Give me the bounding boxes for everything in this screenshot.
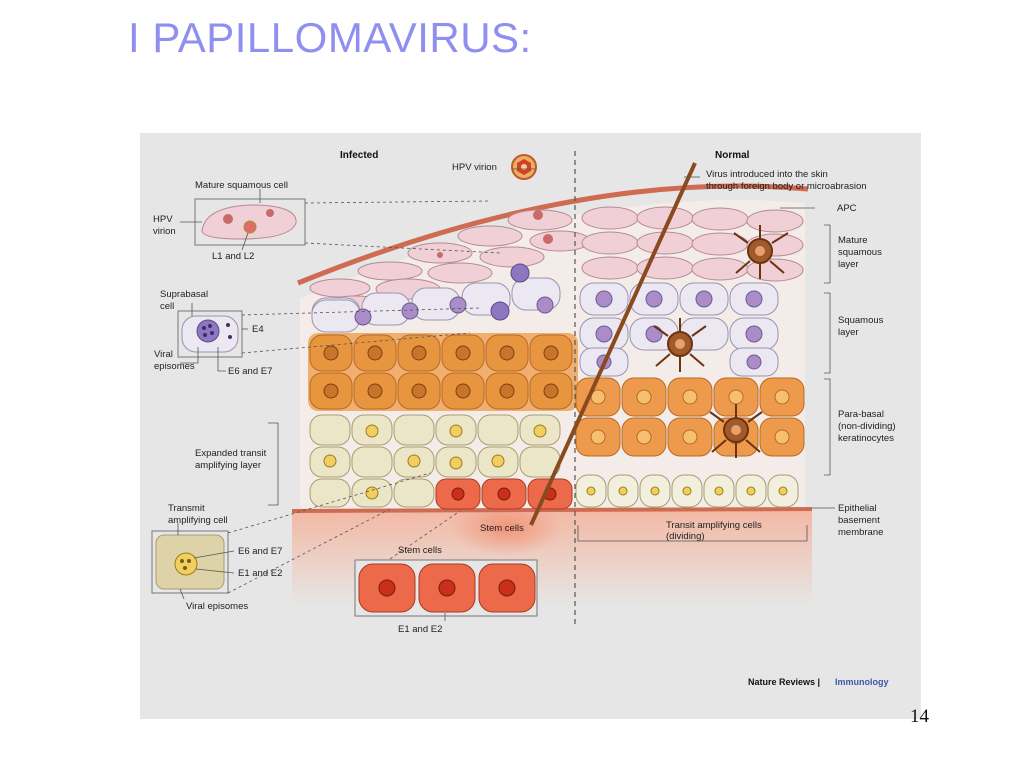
viral-episomes-label-1: Viral [154, 349, 173, 360]
e1-e2-label-a: E1 and E2 [238, 568, 282, 579]
hpv-virion-label: HPV virion [452, 162, 497, 173]
virus-introduced-label-1: Virus introduced into the skin [706, 169, 828, 180]
mature-layer-label-1: Mature [838, 235, 868, 246]
epithelial-label-1: Epithelial [838, 503, 877, 514]
infected-heading: Infected [340, 150, 378, 161]
inset-stem-cells [354, 559, 538, 617]
inset-suprabasal-cell [177, 310, 243, 358]
hpv-infection-diagram: Infected Normal HPV virion Virus introdu… [140, 133, 921, 719]
foreign-body-needle [529, 162, 697, 526]
transmit-amplifying-label-2: amplifying cell [168, 515, 228, 526]
apc-cells [653, 225, 789, 458]
hpv-virion-icon [511, 154, 537, 180]
suprabasal-label-1: Suprabasal [160, 289, 208, 300]
squamous-layer-label-1: Squamous [838, 315, 884, 326]
epithelial-label-3: membrane [838, 527, 883, 538]
mature-layer-label-3: layer [838, 259, 859, 270]
source-section: Immunology [835, 677, 889, 687]
transmit-amplifying-label-1: Transmit [168, 503, 205, 514]
squamous-layer-cells [311, 263, 779, 377]
stem-cells-label-a: Stem cells [480, 523, 524, 534]
viral-episomes-label-b: Viral episomes [186, 601, 248, 612]
slide-title: I PAPILLOMAVIRUS: [128, 14, 532, 61]
parabasal-layer-cells [308, 333, 805, 457]
viral-episomes-label-2: episomes [154, 361, 195, 372]
mature-squamous-cell-label: Mature squamous cell [195, 180, 288, 191]
inset-transit-amplifying-cell [151, 530, 229, 594]
normal-heading: Normal [715, 150, 750, 161]
skin-surface [297, 183, 809, 286]
parabasal-label-1: Para-basal [838, 409, 884, 420]
inset-mature-squamous-cell [194, 198, 306, 246]
expanded-transit-label-1: Expanded transit [195, 448, 267, 459]
squamous-layer-label-2: layer [838, 327, 859, 338]
epithelial-label-2: basement [838, 515, 880, 526]
transit-dividing-label-1: Transit amplifying cells [666, 520, 762, 531]
e6-e7-label-a: E6 and E7 [228, 366, 272, 377]
source-journal: Nature Reviews | [748, 677, 820, 687]
leader-lines [177, 168, 835, 621]
suprabasal-label-2: cell [160, 301, 174, 312]
e1-e2-label-b: E1 and E2 [398, 624, 442, 635]
parabasal-label-2: (non-dividing) [838, 421, 896, 432]
hpv-virion-inset-label-1: HPV [153, 214, 173, 225]
expanded-transit-label-2: amplifying layer [195, 460, 261, 471]
diagram-svg: Infected Normal HPV virion Virus introdu… [151, 150, 896, 687]
e4-label: E4 [252, 324, 264, 335]
virus-introduced-label-2: through foreign body or microabrasion [706, 181, 867, 192]
stem-cells-label-b: Stem cells [398, 545, 442, 556]
e6-e7-label-b: E6 and E7 [238, 546, 282, 557]
l1-l2-label: L1 and L2 [212, 251, 254, 262]
basement-membrane [291, 507, 813, 513]
apc-label: APC [837, 203, 857, 214]
slide-number: 14 [910, 706, 929, 727]
parabasal-label-3: keratinocytes [838, 433, 894, 444]
stem-cells-tissue [435, 478, 573, 510]
hpv-virion-inset-label-2: virion [153, 226, 176, 237]
transit-dividing-label-2: (dividing) [666, 531, 705, 542]
mature-layer-label-2: squamous [838, 247, 882, 258]
transit-amplifying-cells [309, 414, 799, 508]
